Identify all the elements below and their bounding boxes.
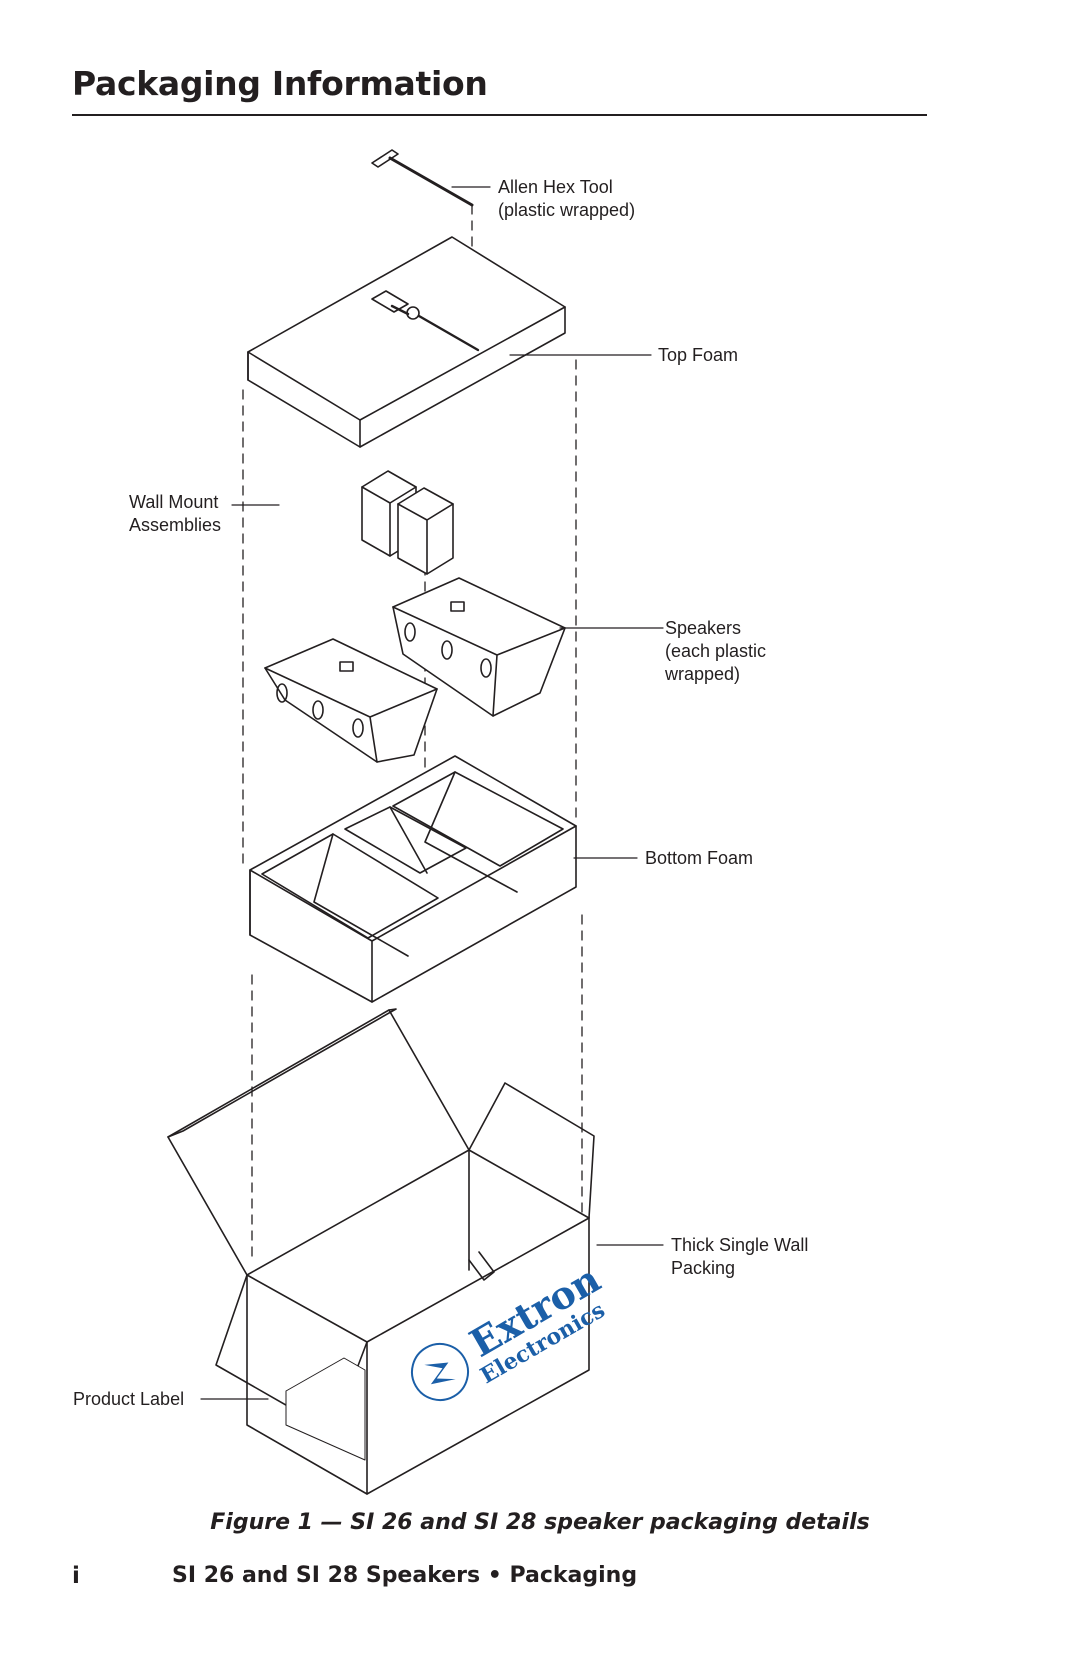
page-number: i: [72, 1563, 80, 1589]
speaker-right: [392, 577, 566, 717]
label-box-2: Packing: [671, 1258, 735, 1278]
label-top-foam: Top Foam: [658, 345, 738, 365]
label-allen-hex-tool-1: Allen Hex Tool: [498, 177, 613, 197]
top-foam: [247, 236, 566, 448]
leader-lines: [200, 186, 664, 1400]
label-speakers-1: Speakers: [665, 618, 741, 638]
label-bottom-foam: Bottom Foam: [645, 848, 753, 868]
figure-labels: Allen Hex Tool (plastic wrapped) Top Foa…: [73, 177, 808, 1409]
title-rule: [72, 114, 927, 116]
figure-caption: Figure 1 — SI 26 and SI 28 speaker packa…: [210, 1510, 870, 1535]
label-box-1: Thick Single Wall: [671, 1235, 808, 1255]
bottom-foam: [249, 755, 577, 1003]
packaging-figure: Extron Electronics Allen Hex Tool (plast…: [73, 149, 808, 1495]
shipping-box: [167, 1008, 595, 1495]
label-wall-mount-2: Assemblies: [129, 515, 221, 535]
page-title: Packaging Information: [72, 64, 488, 103]
label-product-label: Product Label: [73, 1389, 184, 1409]
label-speakers-2: (each plastic: [665, 641, 766, 661]
wall-mount-assemblies: [361, 470, 454, 575]
footer-title: SI 26 and SI 28 Speakers • Packaging: [172, 1563, 638, 1588]
label-wall-mount-1: Wall Mount: [129, 492, 218, 512]
label-speakers-3: wrapped): [664, 664, 740, 684]
allen-hex-tool: [371, 149, 474, 207]
label-allen-hex-tool-2: (plastic wrapped): [498, 200, 635, 220]
speaker-left: [264, 638, 438, 763]
